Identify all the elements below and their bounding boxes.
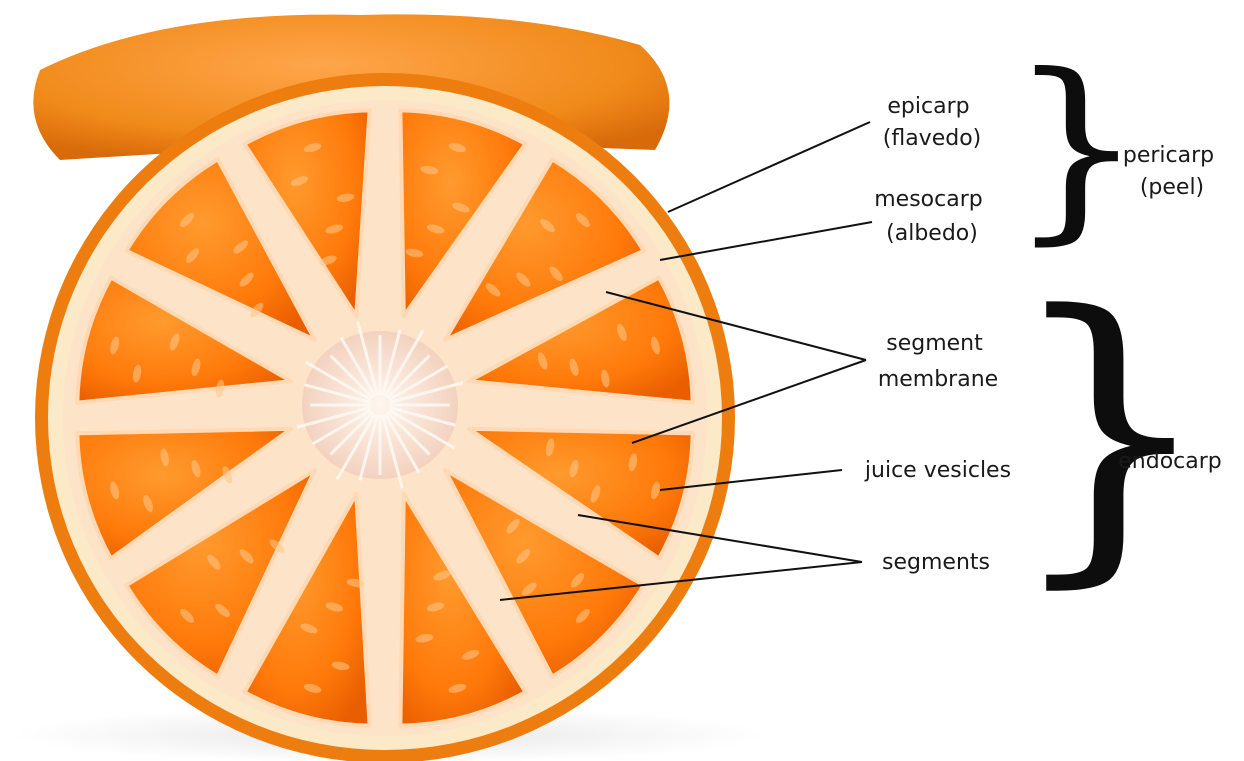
label-segment-membrane: segment membrane (878, 331, 998, 392)
leader-mesocarp (660, 222, 872, 260)
label-segments: segments (882, 550, 990, 575)
leader-epicarp (668, 122, 870, 212)
label-epicarp: epicarp (flavedo) (883, 94, 981, 151)
endocarp-brace: } (1005, 248, 1215, 613)
label-juice-vesicles: juice vesicles (864, 458, 1011, 483)
label-mesocarp: mesocarp (albedo) (874, 187, 989, 246)
group-endocarp: endocarp (1118, 449, 1222, 474)
